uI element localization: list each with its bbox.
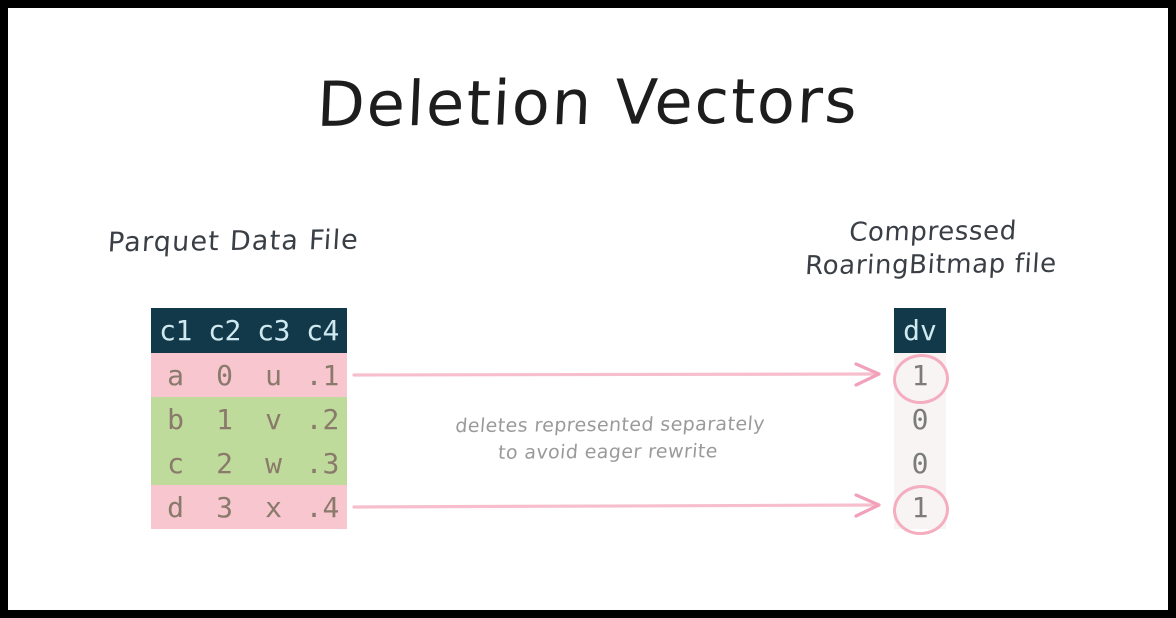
- dv-row: 0: [894, 441, 946, 485]
- diagram-canvas: Deletion Vectors Parquet Data File Compr…: [8, 8, 1168, 610]
- dv-row: 0: [894, 397, 946, 441]
- dv-row: 1: [894, 485, 946, 529]
- dv-cell: 1: [894, 485, 946, 529]
- table-row: d 3 x .4: [151, 485, 347, 529]
- deletion-vector-table: dv 1 0 0 1: [894, 308, 946, 529]
- table-cell: .1: [298, 353, 347, 397]
- table-row: c 2 w .3: [151, 441, 347, 485]
- arrow-row1-to-dv1: [352, 362, 881, 387]
- table-row: b 1 v .2: [151, 397, 347, 441]
- table-cell: w: [249, 441, 298, 485]
- column-header-c3: c3: [249, 308, 298, 353]
- dv-cell: 0: [894, 397, 946, 441]
- annotation-line1: deletes represented separately: [454, 412, 766, 438]
- roaringbitmap-label-line2: RoaringBitmap file: [804, 248, 1058, 282]
- table-cell: u: [249, 353, 298, 397]
- dv-cell: 1: [894, 353, 946, 397]
- table-cell: 1: [200, 397, 249, 441]
- dv-header-row: dv: [894, 308, 946, 353]
- table-cell: .4: [298, 485, 347, 529]
- table-cell: v: [249, 397, 298, 441]
- table-cell: c: [151, 441, 200, 485]
- table-cell: d: [151, 485, 200, 529]
- arrow-row4-to-dv4: [352, 493, 881, 518]
- table-cell: 2: [200, 441, 249, 485]
- table-cell: x: [249, 485, 298, 529]
- parquet-data-file-label: Parquet Data File: [106, 224, 360, 259]
- column-header-c1: c1: [151, 308, 200, 353]
- table-cell: a: [151, 353, 200, 397]
- table-header-row: c1 c2 c3 c4: [151, 308, 347, 353]
- roaringbitmap-label-line1: Compressed: [848, 216, 1018, 248]
- roaringbitmap-file-label: Compressed RoaringBitmap file: [770, 215, 1094, 284]
- table-cell: 0: [200, 353, 249, 397]
- table-cell: 3: [200, 485, 249, 529]
- annotation-line2: to avoid eager rewrite: [497, 440, 719, 464]
- annotation-caption: deletes represented separately to avoid …: [411, 411, 808, 468]
- table-row: a 0 u .1: [151, 353, 347, 397]
- page-title: Deletion Vectors: [315, 64, 861, 141]
- table-cell: .3: [298, 441, 347, 485]
- parquet-data-table: c1 c2 c3 c4 a 0 u .1 b 1 v .2: [151, 308, 347, 529]
- column-header-dv: dv: [894, 308, 946, 353]
- dv-cell: 0: [894, 441, 946, 485]
- column-header-c4: c4: [298, 308, 347, 353]
- table-cell: .2: [298, 397, 347, 441]
- dv-row: 1: [894, 353, 946, 397]
- table-cell: b: [151, 397, 200, 441]
- column-header-c2: c2: [200, 308, 249, 353]
